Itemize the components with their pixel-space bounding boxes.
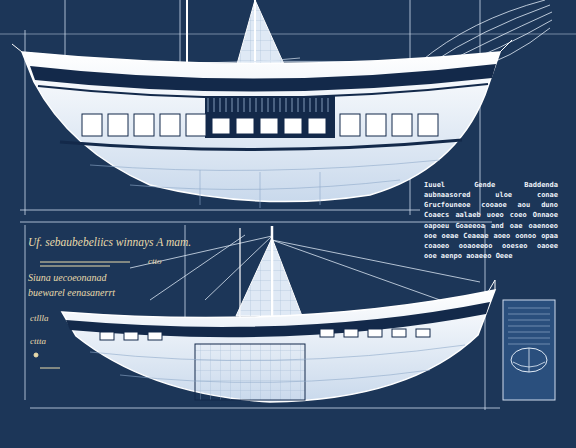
ship-side-view-top (82, 114, 438, 136)
annotation-text: cttta (30, 336, 46, 346)
ship-side-view-bottom (100, 332, 114, 340)
inset-panel (508, 344, 550, 345)
inset-panel (508, 326, 550, 327)
note-paragraph: Iuuel Gende Baddenda aubnaasored uloe co… (424, 180, 558, 261)
ship-side-view-top (250, 98, 251, 112)
annotation-text: Uf. sebaubebeliics winnays A mam. (28, 236, 191, 248)
ship-side-view-top (160, 114, 180, 136)
ship-side-view-bottom (368, 329, 382, 337)
ship-side-view-bottom (239, 228, 240, 318)
construction-lines (30, 408, 500, 409)
ship-side-view-bottom (148, 332, 162, 340)
ship-side-view-top (90, 160, 440, 208)
ship-side-view-top (304, 98, 305, 112)
ship-side-view-top (12, 0, 552, 208)
ship-side-view-top (392, 114, 412, 136)
ship-side-view-top (38, 84, 488, 98)
annotation-text: Siuna uecoeonanad (28, 272, 107, 283)
inset-panel (513, 348, 545, 372)
construction-lines (20, 210, 420, 211)
annotation-text: buewarel eenasanerrt (28, 287, 115, 298)
ship-side-view-bottom (195, 344, 305, 400)
ship-side-view-top (236, 118, 254, 134)
inset-panel (508, 314, 550, 315)
ship-side-view-top (220, 98, 221, 112)
ship-side-view-top (134, 114, 154, 136)
ship-side-view-top (208, 98, 328, 112)
construction-lines (0, 0, 576, 410)
construction-lines (20, 222, 492, 223)
ship-side-view-top (310, 98, 311, 112)
ship-side-view-bottom (236, 238, 302, 316)
ship-side-view-top (298, 98, 299, 112)
inset-panel (508, 332, 550, 333)
ship-side-view-bottom (62, 290, 495, 402)
ship-side-view-bottom (271, 226, 274, 318)
ship-side-view-bottom (236, 238, 302, 316)
ship-side-view-top (208, 98, 209, 112)
ship-side-view-bottom (320, 329, 334, 337)
ship-side-view-top (82, 114, 102, 136)
ship-side-view-top (212, 118, 230, 134)
ship-side-view-top (262, 98, 263, 112)
ship-side-view-bottom (344, 329, 358, 337)
ship-side-view-top (284, 118, 302, 134)
ship-side-view-top (205, 96, 335, 138)
ship-side-view-top (308, 118, 326, 134)
ship-side-view-top (108, 114, 128, 136)
margin-symbols (34, 353, 38, 357)
ship-side-view-bottom (100, 329, 430, 340)
margin-symbols (40, 262, 130, 263)
ship-side-view-top (214, 98, 215, 112)
ship-side-view-top (30, 64, 496, 92)
ship-side-view-top (292, 98, 293, 112)
ship-side-view-top (280, 98, 281, 112)
annotation-text: ctllla (30, 313, 49, 323)
ship-side-view-top (232, 98, 233, 112)
ship-side-view-top (256, 98, 257, 112)
ship-side-view-bottom (416, 329, 430, 337)
inset-panel (503, 300, 555, 400)
ship-side-view-bottom (392, 329, 406, 337)
inset-panel (503, 300, 555, 400)
ship-side-view-top (60, 140, 462, 150)
construction-lines (25, 225, 26, 400)
ship-side-view-top (260, 118, 278, 134)
ship-side-view-top (340, 114, 360, 136)
ship-side-view-top (322, 98, 323, 112)
margin-symbols (40, 266, 110, 267)
margin-symbols (40, 368, 60, 369)
ship-side-view-top (186, 114, 206, 136)
ship-side-view-top (12, 44, 22, 52)
ship-side-view-top (244, 98, 245, 112)
inset-panel (511, 348, 547, 372)
ship-side-view-top (268, 98, 269, 112)
ship-side-view-top (226, 98, 227, 112)
ship-side-view-top (316, 98, 317, 112)
ship-side-view-top (274, 98, 275, 112)
annotation-text: ctto (148, 256, 162, 266)
ship-side-view-top (328, 98, 329, 112)
ship-side-view-top (286, 98, 287, 112)
inset-panel (508, 338, 550, 339)
ship-side-view-top (238, 98, 239, 112)
ship-side-view-bottom (488, 280, 495, 292)
inset-panel (508, 320, 550, 321)
ship-side-view-top (366, 114, 386, 136)
ship-side-view-top (418, 114, 438, 136)
ship-side-view-top (22, 52, 500, 202)
ship-side-view-bottom (90, 345, 465, 382)
ship-side-view-top (500, 40, 512, 52)
construction-lines (0, 34, 576, 35)
inset-panel (508, 308, 550, 344)
inset-panel (508, 308, 550, 309)
ship-side-view-bottom (124, 332, 138, 340)
